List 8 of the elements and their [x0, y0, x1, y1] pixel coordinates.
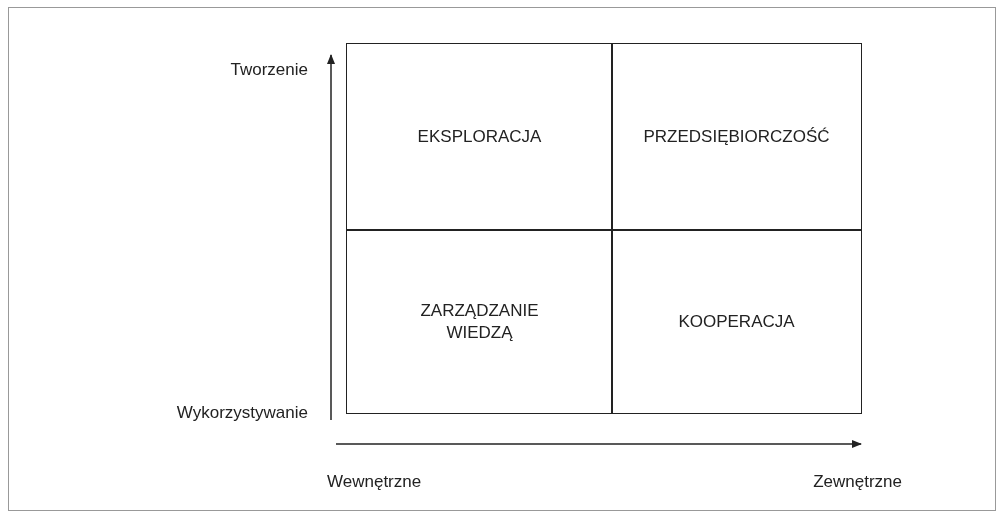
matrix-quadrant: KOOPERACJA	[611, 229, 862, 414]
axis-label: Wewnętrzne	[327, 471, 422, 493]
axis-label: Tworzenie	[230, 59, 308, 81]
axis-label: Zewnętrzne	[813, 471, 902, 493]
matrix-quadrant: ZARZĄDZANIE WIEDZĄ	[346, 229, 613, 414]
matrix-quadrant: PRZEDSIĘBIORCZOŚĆ	[611, 43, 862, 231]
matrix-quadrant: EKSPLORACJA	[346, 43, 613, 231]
axis-label: Wykorzystywanie	[176, 402, 308, 424]
